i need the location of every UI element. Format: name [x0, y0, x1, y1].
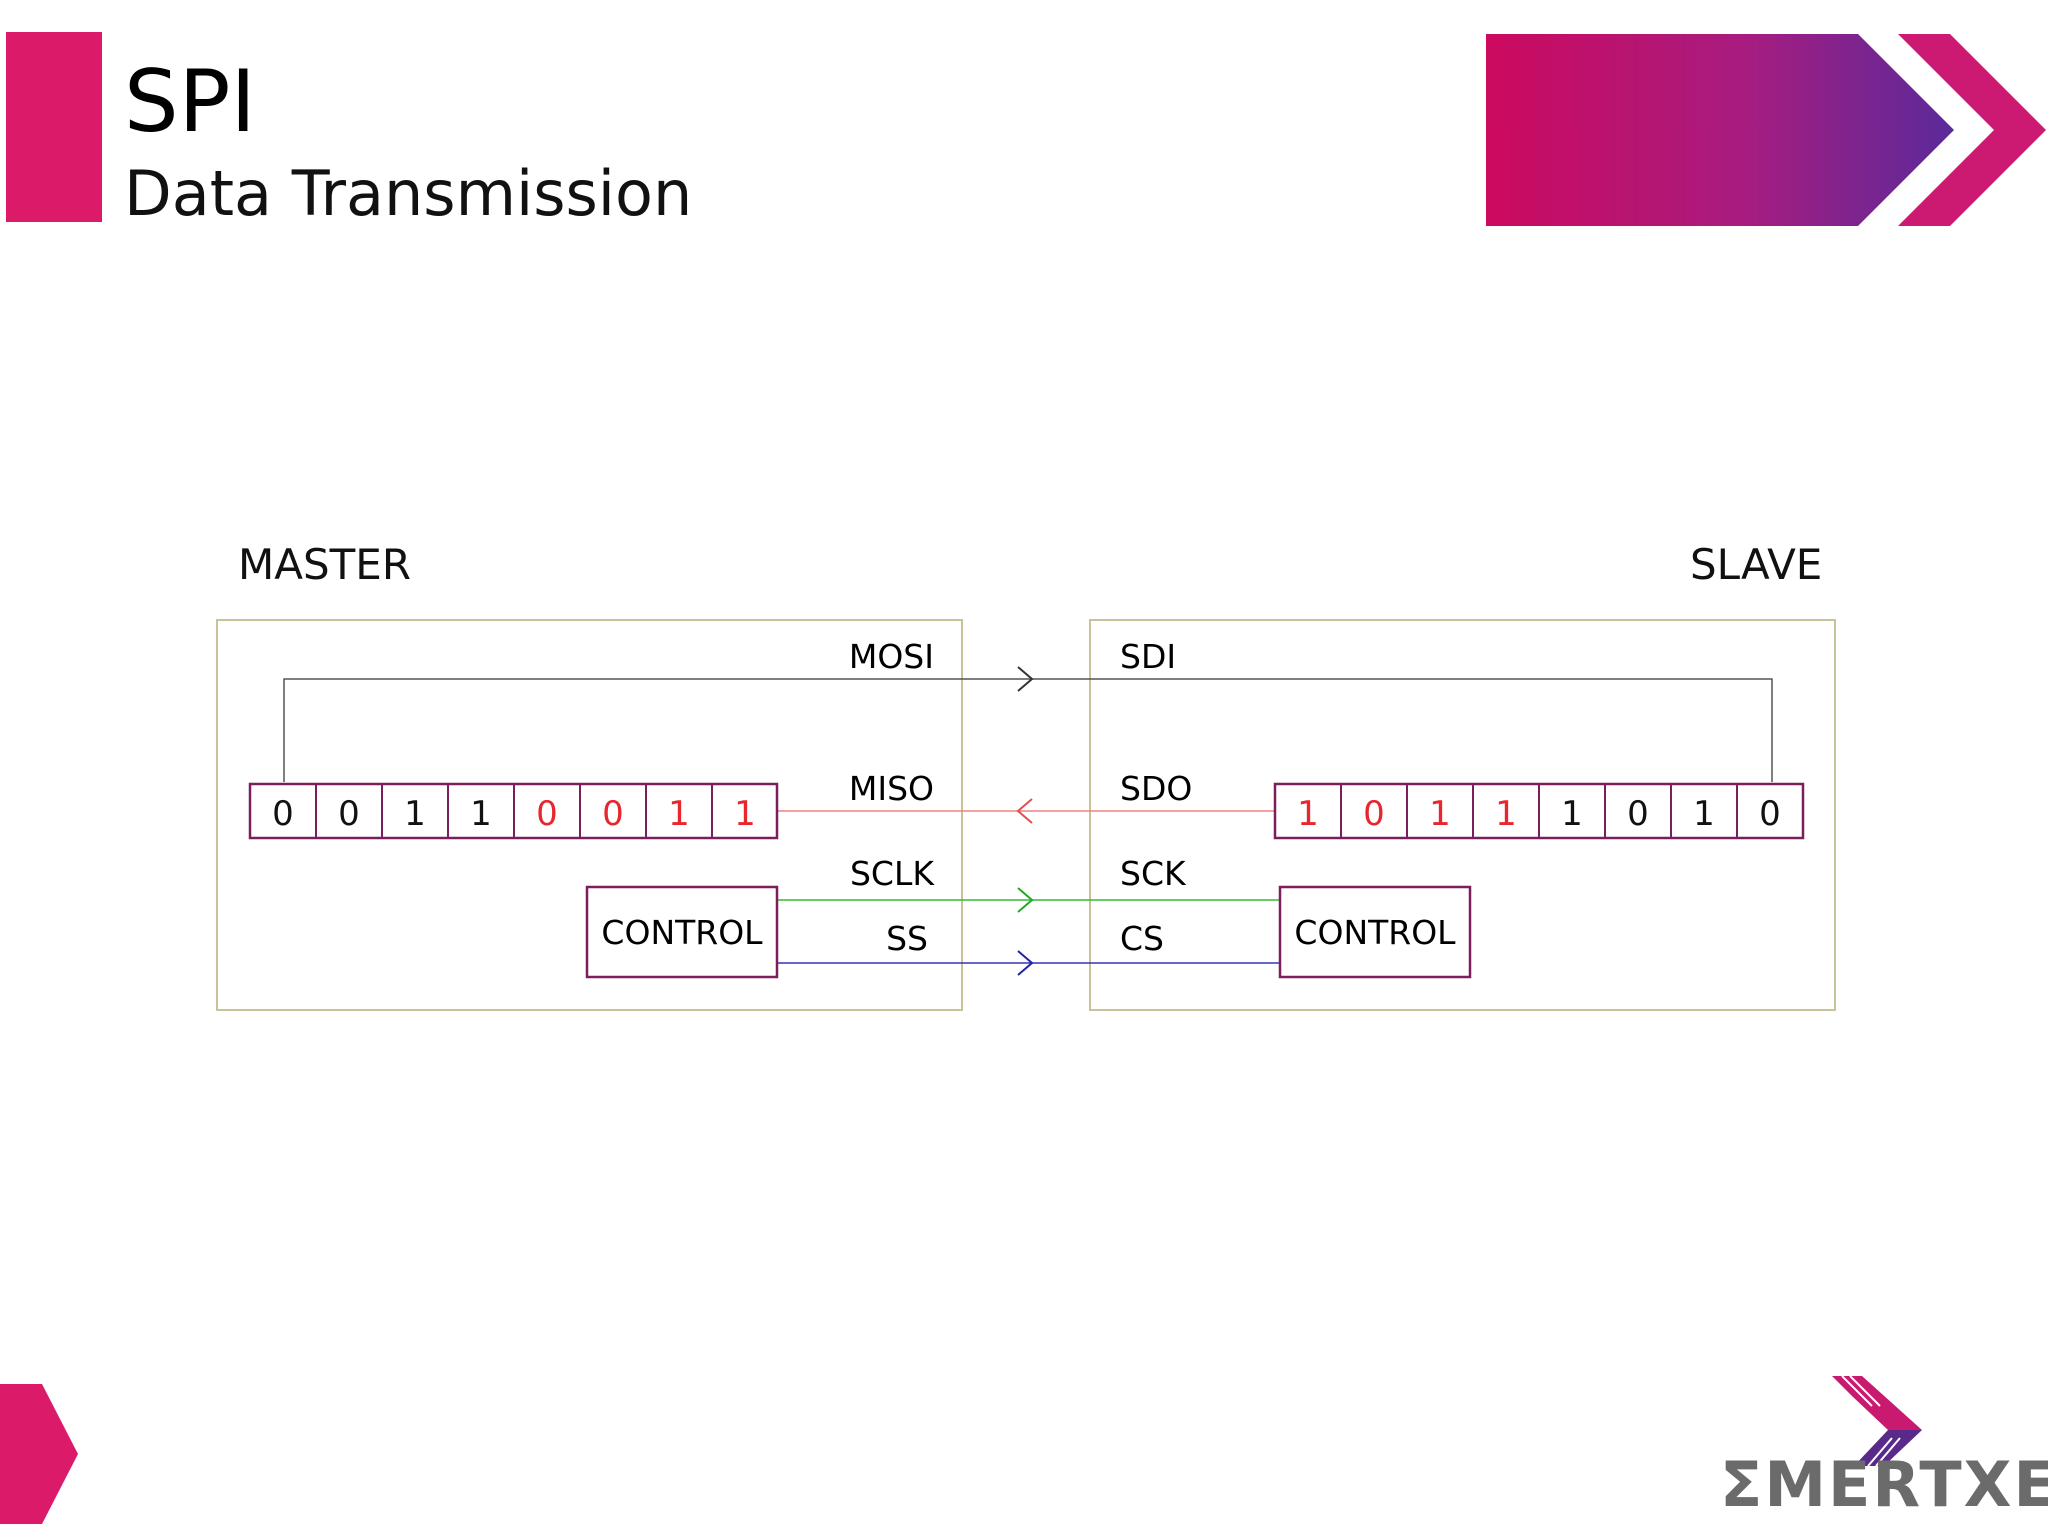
header-accent-bar — [6, 32, 102, 222]
slave-control-block — [1278, 885, 1472, 979]
slave-bit: 0 — [1627, 794, 1649, 834]
slave-control-label: CONTROL — [1294, 913, 1456, 952]
corner-tab-shape — [0, 1384, 78, 1524]
slide-title: SPI — [124, 52, 256, 152]
slave-register: 1 0 1 1 1 0 1 0 — [1273, 782, 1805, 840]
master-control-block — [585, 885, 779, 979]
sclk-arrow-icon — [1017, 887, 1034, 913]
signal-label-sclk: SCLK — [850, 854, 935, 893]
master-bit: 0 — [338, 794, 360, 834]
emertxe-logo-text: ΣMERTXE — [1720, 1448, 2048, 1521]
slave-bit: 1 — [1297, 794, 1319, 834]
signal-label-cs: CS — [1120, 919, 1164, 958]
slave-bit: 1 — [1495, 794, 1517, 834]
master-bit: 0 — [272, 794, 294, 834]
signal-label-miso: MISO — [849, 769, 934, 808]
signal-label-sck: SCK — [1120, 854, 1187, 893]
mosi-arrow-icon — [1017, 666, 1034, 692]
master-bit: 1 — [734, 794, 756, 834]
miso-arrow-icon — [1016, 798, 1033, 824]
master-bit: 1 — [470, 794, 492, 834]
banner-chevron-shape — [1486, 34, 1954, 226]
mosi-line — [283, 678, 1773, 782]
signal-label-ss: SS — [886, 919, 928, 958]
signal-label-sdo: SDO — [1120, 769, 1192, 808]
master-bit: 0 — [536, 794, 558, 834]
master-label: MASTER — [238, 540, 412, 589]
master-panel — [216, 619, 963, 1011]
slave-bit: 1 — [1561, 794, 1583, 834]
signal-label-mosi: MOSI — [849, 637, 934, 676]
slave-label: SLAVE — [1690, 540, 1823, 589]
header-banner — [1486, 34, 2046, 226]
slave-bit: 1 — [1693, 794, 1715, 834]
slave-bit: 0 — [1759, 794, 1781, 834]
ss-arrow-icon — [1017, 950, 1034, 976]
master-bit: 1 — [668, 794, 690, 834]
slave-bit: 0 — [1363, 794, 1385, 834]
master-bit: 1 — [404, 794, 426, 834]
master-bit: 0 — [602, 794, 624, 834]
banner-chevron-outline — [1898, 34, 2046, 226]
slide-subtitle: Data Transmission — [124, 157, 693, 230]
emertxe-logo-icon — [1832, 1376, 1922, 1466]
slave-bit: 1 — [1429, 794, 1451, 834]
master-register: 0 0 1 1 0 0 1 1 — [248, 782, 779, 840]
slave-panel — [1089, 619, 1836, 1011]
master-control-label: CONTROL — [601, 913, 763, 952]
signal-label-sdi: SDI — [1120, 637, 1176, 676]
